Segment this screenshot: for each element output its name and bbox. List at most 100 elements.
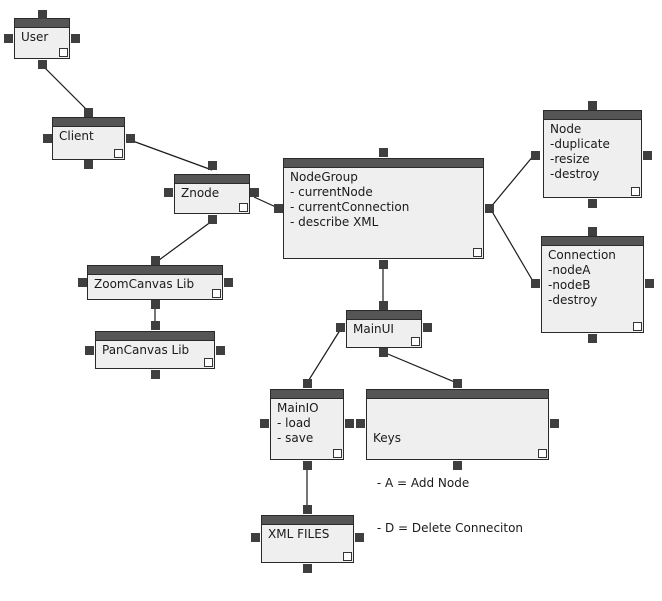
connection-handle[interactable]	[379, 348, 388, 357]
connection-handle[interactable]	[379, 260, 388, 269]
node-mainio-item: - save	[277, 431, 314, 445]
connector-client-znode	[129, 139, 213, 171]
connection-handle[interactable]	[345, 419, 354, 428]
connection-handle[interactable]	[588, 334, 597, 343]
connection-handle[interactable]	[208, 215, 217, 224]
resize-handle-icon[interactable]	[473, 248, 482, 257]
node-title-bar[interactable]	[544, 111, 641, 120]
connection-handle[interactable]	[588, 101, 597, 110]
connection-handle[interactable]	[643, 151, 652, 160]
connection-handle[interactable]	[588, 199, 597, 208]
connector-user-client	[41, 64, 89, 112]
connection-handle[interactable]	[531, 279, 540, 288]
resize-handle-icon[interactable]	[411, 337, 420, 346]
connection-handle[interactable]	[379, 301, 388, 310]
node-title-bar[interactable]	[53, 118, 124, 127]
resize-handle-icon[interactable]	[631, 187, 640, 196]
node-nodegroup-title: NodeGroup	[290, 170, 358, 184]
node-connection[interactable]: Connection -nodeA -nodeB -destroy	[541, 236, 644, 333]
connection-handle[interactable]	[126, 134, 135, 143]
node-pancanvas-lib-title: PanCanvas Lib	[102, 343, 190, 357]
resize-handle-icon[interactable]	[333, 449, 342, 458]
connection-handle[interactable]	[224, 278, 233, 287]
node-title-bar[interactable]	[284, 159, 483, 168]
connection-handle[interactable]	[84, 108, 93, 117]
connection-handle[interactable]	[151, 300, 160, 309]
connection-handle[interactable]	[151, 321, 160, 330]
connection-handle[interactable]	[151, 256, 160, 265]
resize-handle-icon[interactable]	[212, 289, 221, 298]
connection-handle[interactable]	[38, 10, 47, 19]
resize-handle-icon[interactable]	[538, 449, 547, 458]
connection-handle[interactable]	[274, 204, 283, 213]
connection-handle[interactable]	[208, 161, 217, 170]
connection-handle[interactable]	[550, 419, 559, 428]
connection-handle[interactable]	[356, 419, 365, 428]
node-xml-files[interactable]: XML FILES	[261, 515, 354, 563]
node-title-bar[interactable]	[262, 516, 353, 525]
connection-handle[interactable]	[216, 346, 225, 355]
connection-handle[interactable]	[251, 533, 260, 542]
connection-handle[interactable]	[355, 533, 364, 542]
resize-handle-icon[interactable]	[343, 552, 352, 561]
connection-handle[interactable]	[260, 419, 269, 428]
connection-handle[interactable]	[588, 227, 597, 236]
connection-handle[interactable]	[485, 204, 494, 213]
node-nodegroup[interactable]: NodeGroup - currentNode - currentConnect…	[283, 158, 484, 259]
connection-handle[interactable]	[423, 323, 432, 332]
connection-handle[interactable]	[531, 151, 540, 160]
node-pancanvas-lib[interactable]: PanCanvas Lib	[95, 331, 215, 369]
connection-handle[interactable]	[71, 34, 80, 43]
resize-handle-icon[interactable]	[204, 358, 213, 367]
node-title-bar[interactable]	[15, 19, 69, 28]
node-mainio-title: MainIO	[277, 401, 319, 415]
connection-handle[interactable]	[379, 148, 388, 157]
connection-handle[interactable]	[84, 160, 93, 169]
resize-handle-icon[interactable]	[59, 48, 68, 57]
resize-handle-icon[interactable]	[239, 203, 248, 212]
connection-handle[interactable]	[4, 34, 13, 43]
node-user[interactable]: User	[14, 18, 70, 59]
node-title-bar[interactable]	[175, 175, 249, 184]
node-zoomcanvas-lib-title: ZoomCanvas Lib	[94, 277, 195, 291]
node-nodegroup-item: - currentNode	[290, 185, 373, 199]
node-znode-title: Znode	[181, 186, 220, 200]
node-node[interactable]: Node -duplicate -resize -destroy	[543, 110, 642, 198]
node-title-bar[interactable]	[367, 390, 548, 399]
connection-handle[interactable]	[453, 379, 462, 388]
connector-mainui-keys	[382, 351, 458, 384]
connection-handle[interactable]	[151, 370, 160, 379]
connection-handle[interactable]	[43, 134, 52, 143]
connection-handle[interactable]	[78, 278, 87, 287]
connection-handle[interactable]	[303, 505, 312, 514]
connection-handle[interactable]	[303, 461, 312, 470]
connection-handle[interactable]	[645, 279, 654, 288]
connection-handle[interactable]	[336, 323, 345, 332]
connection-handle[interactable]	[453, 461, 462, 470]
node-title-bar[interactable]	[271, 390, 343, 399]
connection-handle[interactable]	[303, 379, 312, 388]
node-title-bar[interactable]	[88, 266, 222, 275]
node-mainio[interactable]: MainIO - load - save	[270, 389, 344, 460]
node-title-bar[interactable]	[542, 237, 643, 246]
node-title-bar[interactable]	[96, 332, 214, 341]
node-mainui[interactable]: MainUI	[346, 310, 422, 348]
node-keys[interactable]: Keys - A = Add Node - D = Delete Conneci…	[366, 389, 549, 535]
resize-handle-icon[interactable]	[633, 322, 642, 331]
node-xml-files-title: XML FILES	[268, 527, 330, 541]
connection-handle[interactable]	[85, 346, 94, 355]
node-connection-item: -nodeA	[548, 263, 591, 277]
node-node-title: Node	[550, 122, 582, 136]
node-znode[interactable]: Znode	[174, 174, 250, 214]
node-zoomcanvas-lib[interactable]: ZoomCanvas Lib	[87, 265, 223, 300]
resize-handle-icon[interactable]	[114, 149, 123, 158]
connection-handle[interactable]	[38, 60, 47, 69]
node-client[interactable]: Client	[52, 117, 125, 160]
node-title-bar[interactable]	[347, 311, 421, 320]
connection-handle[interactable]	[164, 188, 173, 197]
connection-handle[interactable]	[250, 188, 259, 197]
node-connection-item: -nodeB	[548, 278, 591, 292]
node-node-item: -destroy	[550, 167, 600, 181]
connection-handle[interactable]	[303, 564, 312, 573]
